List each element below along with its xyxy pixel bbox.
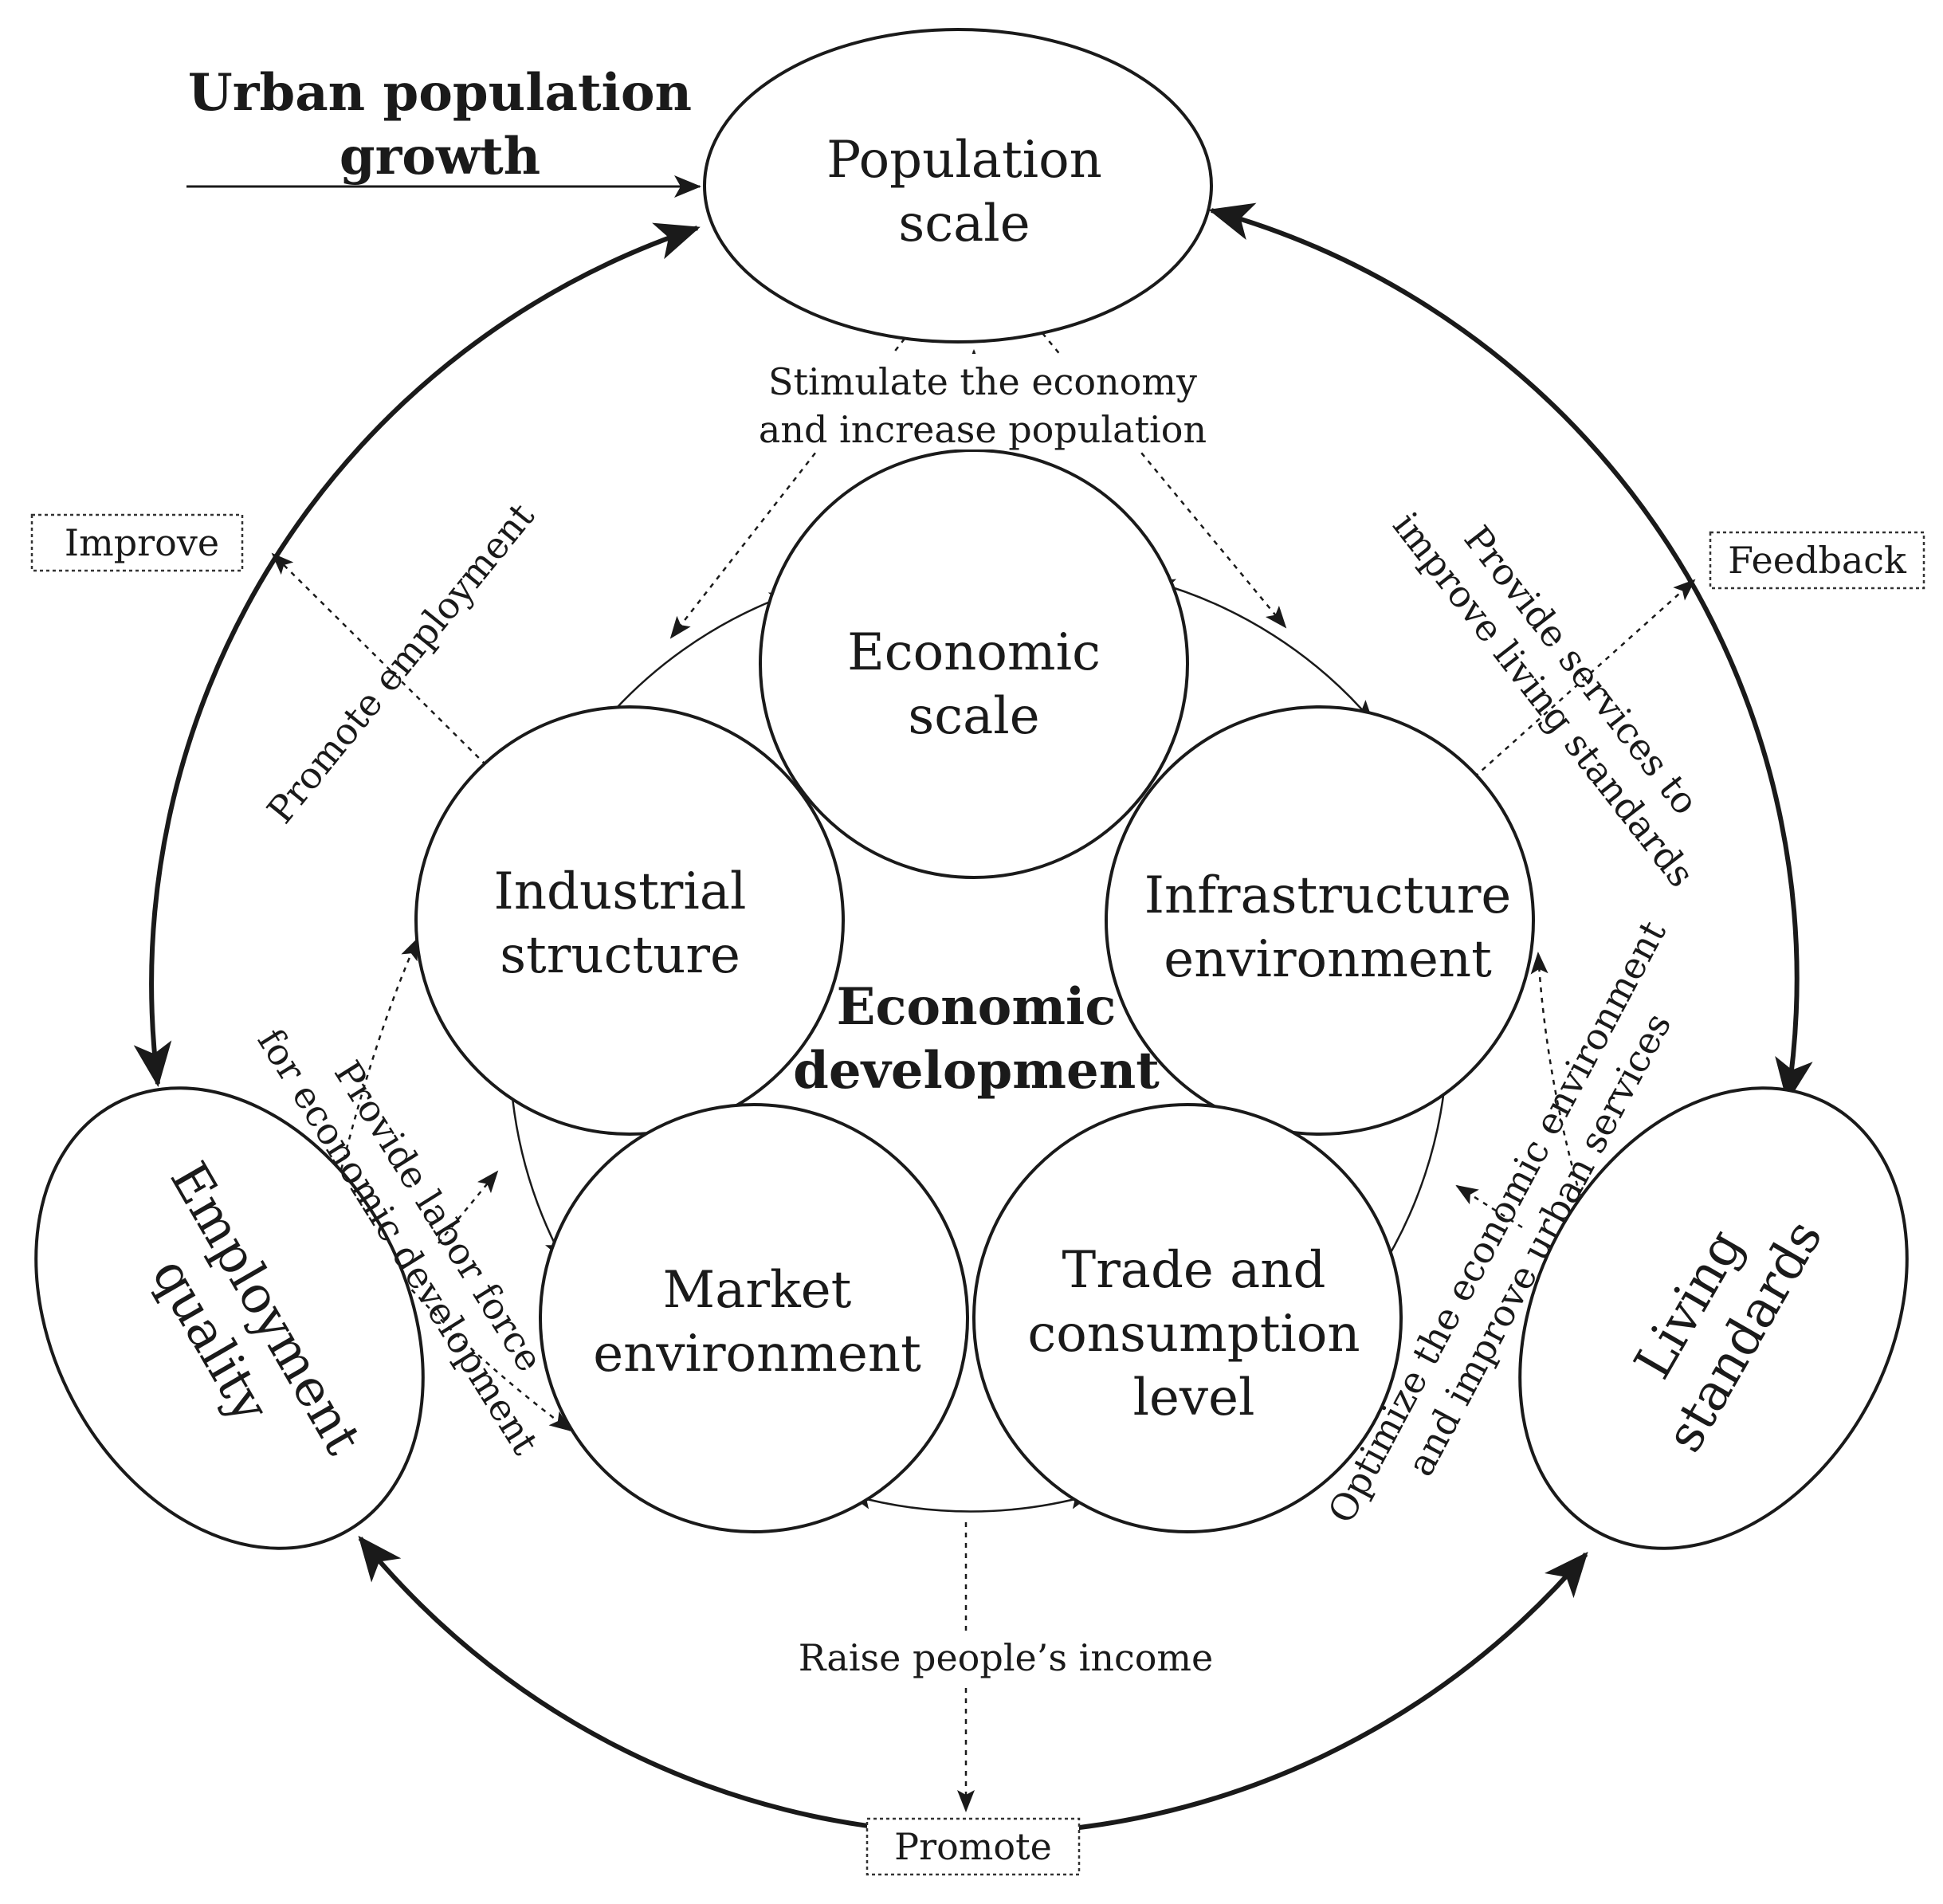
economic-scale-line2: scale [908,687,1039,746]
market-environment-line1: Market [663,1261,852,1320]
raise-income-label: Raise people’s income [799,1636,1214,1679]
industrial-structure-line1: Industrial [494,862,747,921]
dotted-labor-industrial [337,937,419,1180]
dotted-optimize-infra [1530,952,1588,1216]
label-stimulate: Stimulate the economy and increase popul… [749,354,1207,451]
stimulate-line1: Stimulate the economy [768,360,1197,403]
center-label-line2: development [793,1041,1160,1101]
center-label-line1: Economic [837,977,1117,1037]
node-living-standards: Living standards [1518,1086,1909,1550]
dotted-promote-employment [271,552,487,766]
node-employment-quality: Employment quality [34,1086,425,1550]
promote-label: Promote [894,1825,1052,1868]
market-environment-line2: environment [593,1325,921,1384]
trade-consumption-line3: level [1133,1368,1255,1427]
node-economic-scale: Economic scale [759,449,1189,879]
outer-arc-right [1208,202,1813,1103]
stimulate-line2: and increase population [759,408,1207,451]
node-market-environment: Market environment [539,1103,969,1533]
node-industrial-structure: Industrial structure [414,705,845,1136]
trade-consumption-line2: consumption [1027,1305,1360,1364]
title-line2: growth [340,127,540,186]
inner-arc-bottom [850,1492,1092,1513]
label-raise-income: Raise people’s income [797,1631,1213,1683]
infrastructure-environment-line2: environment [1164,930,1492,989]
feedback-label: Feedback [1728,539,1907,582]
title-line1: Urban population [188,63,692,123]
box-promote: Promote [866,1817,1081,1876]
node-population-scale: Population scale [703,28,1213,344]
box-feedback: Feedback [1709,531,1925,590]
dotted-optimize-ring [1455,1184,1523,1229]
node-trade-consumption: Trade and consumption level [972,1103,1403,1533]
economic-scale-line1: Economic [847,623,1101,682]
outer-arc-bottom [358,1535,1588,1836]
population-scale-line1: Population [826,131,1102,190]
node-infrastructure-environment: Infrastructure environment [1105,705,1535,1136]
trade-consumption-line1: Trade and [1062,1241,1326,1300]
box-improve: Improve [30,513,244,572]
dotted-provide-services [1474,579,1696,778]
improve-label: Improve [65,521,219,564]
inner-arc-top-right [1152,579,1374,723]
population-scale-line2: scale [898,194,1030,253]
infrastructure-environment-line1: Infrastructure [1144,866,1512,925]
industrial-structure-line2: structure [500,926,740,985]
